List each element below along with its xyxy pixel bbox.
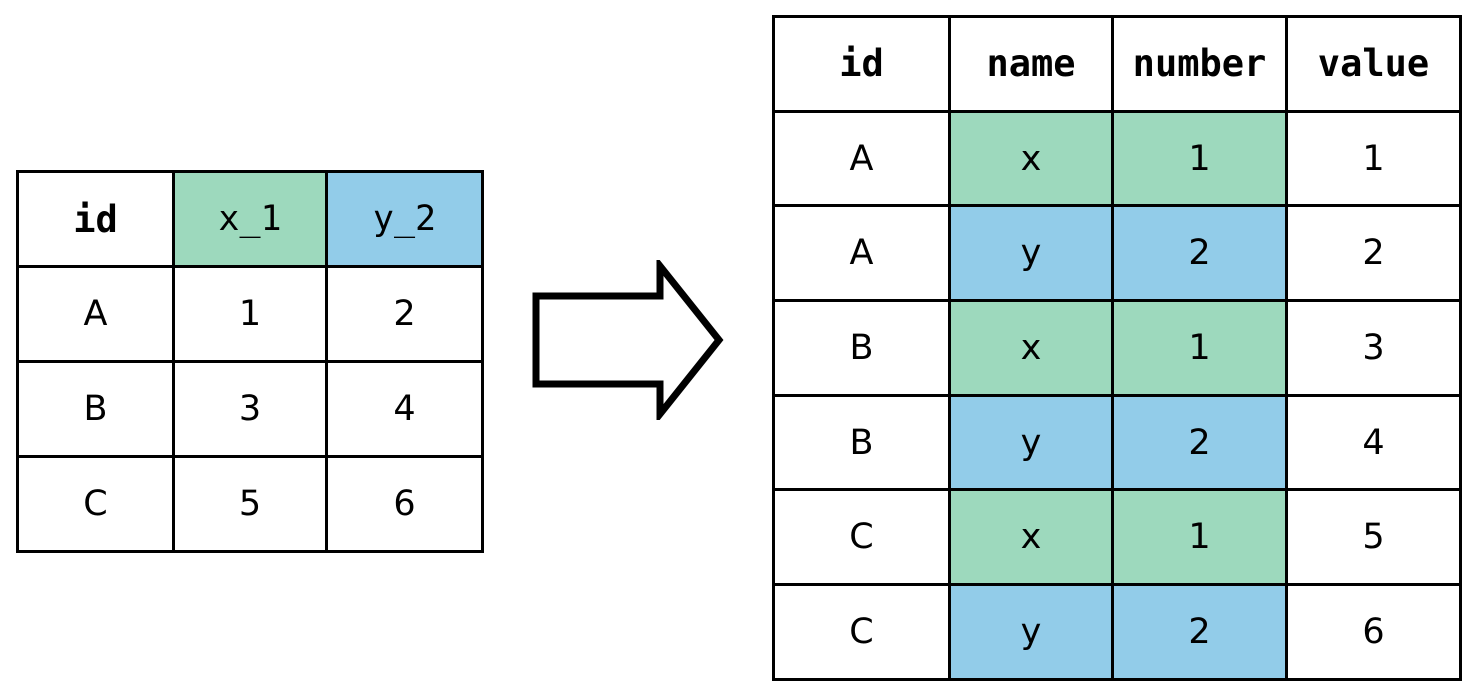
long-header-number: number: [1111, 15, 1288, 113]
table-row: B 3 4: [16, 360, 484, 458]
long-cell-name: x: [948, 299, 1114, 397]
long-cell-number: 2: [1111, 393, 1288, 492]
long-cell-number: 1: [1111, 109, 1288, 208]
table-row-header: id name number value: [772, 15, 1462, 113]
table-row: B y 2 4: [772, 393, 1462, 492]
wide-cell-y2: 6: [325, 455, 484, 553]
wide-cell-id: C: [16, 455, 175, 553]
long-cell-number: 1: [1111, 299, 1288, 397]
long-cell-value: 2: [1285, 204, 1462, 303]
table-row: A x 1 1: [772, 109, 1462, 208]
long-cell-number: 2: [1111, 583, 1288, 681]
long-cell-value: 4: [1285, 393, 1462, 492]
long-cell-id: C: [772, 488, 951, 587]
long-cell-value: 1: [1285, 109, 1462, 208]
long-table: id name number value A x 1 1 A y 2 2 B x…: [772, 15, 1462, 681]
arrow-polygon: [532, 260, 724, 420]
wide-header-id: id: [16, 170, 175, 268]
right-arrow-icon: [532, 260, 724, 420]
long-header-value: value: [1285, 15, 1462, 113]
long-cell-name: x: [948, 488, 1114, 587]
long-header-id: id: [772, 15, 951, 113]
long-cell-name: y: [948, 393, 1114, 492]
wide-header-x1: x_1: [172, 170, 328, 268]
wide-cell-y2: 2: [325, 265, 484, 363]
table-row: A 1 2: [16, 265, 484, 363]
long-header-name: name: [948, 15, 1114, 113]
long-cell-value: 5: [1285, 488, 1462, 587]
table-row: C x 1 5: [772, 488, 1462, 587]
long-cell-id: C: [772, 583, 951, 681]
wide-cell-y2: 4: [325, 360, 484, 458]
long-cell-name: y: [948, 204, 1114, 303]
long-cell-id: A: [772, 204, 951, 303]
long-cell-number: 2: [1111, 204, 1288, 303]
wide-cell-x1: 1: [172, 265, 328, 363]
long-cell-value: 6: [1285, 583, 1462, 681]
wide-header-y2: y_2: [325, 170, 484, 268]
long-cell-id: A: [772, 109, 951, 208]
table-row: A y 2 2: [772, 204, 1462, 303]
table-row: B x 1 3: [772, 299, 1462, 397]
table-row-header: id x_1 y_2: [16, 170, 484, 268]
long-cell-number: 1: [1111, 488, 1288, 587]
long-cell-value: 3: [1285, 299, 1462, 397]
wide-cell-id: B: [16, 360, 175, 458]
wide-table: id x_1 y_2 A 1 2 B 3 4 C 5 6: [16, 170, 484, 553]
wide-cell-x1: 5: [172, 455, 328, 553]
long-cell-id: B: [772, 393, 951, 492]
long-cell-name: x: [948, 109, 1114, 208]
table-row: C 5 6: [16, 455, 484, 553]
wide-cell-id: A: [16, 265, 175, 363]
long-cell-id: B: [772, 299, 951, 397]
long-cell-name: y: [948, 583, 1114, 681]
wide-cell-x1: 3: [172, 360, 328, 458]
table-row: C y 2 6: [772, 583, 1462, 681]
